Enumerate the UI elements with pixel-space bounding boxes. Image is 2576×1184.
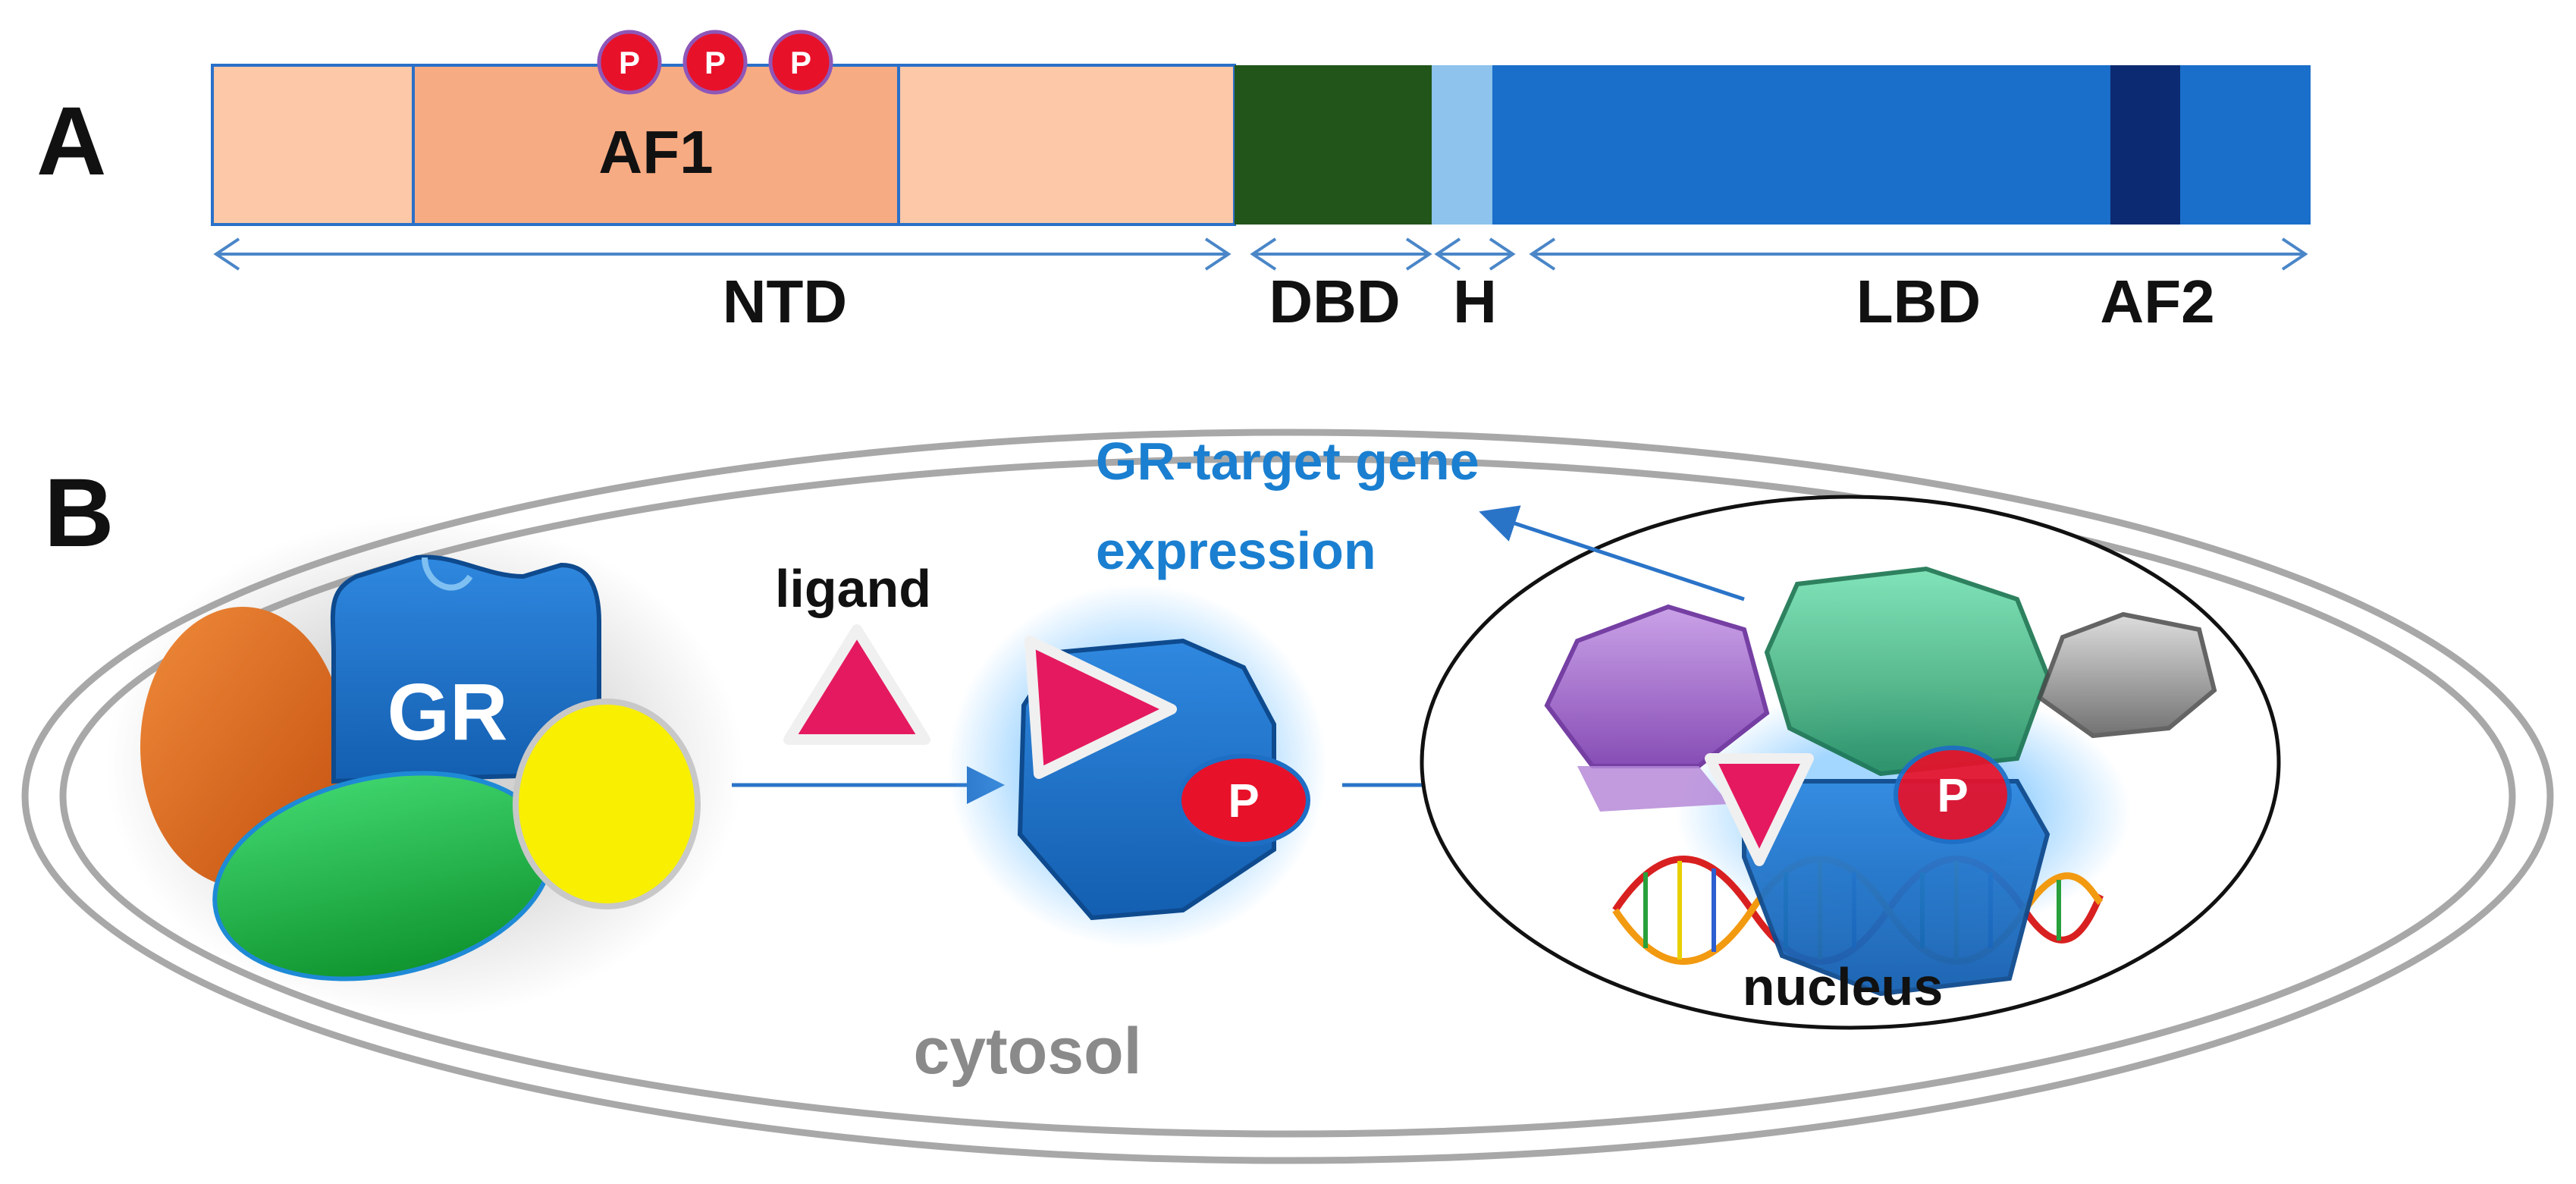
ligand-label: ligand: [775, 559, 931, 618]
lbd-span-arrow: [1529, 237, 2308, 271]
panel-b-label: B: [44, 459, 114, 567]
hinge-segment: [1432, 65, 1492, 225]
af1-phospho-group: P P P: [597, 30, 833, 95]
span-arrows: [213, 237, 2308, 271]
af1-label: AF1: [598, 118, 713, 186]
coregulator-gray: [2037, 611, 2217, 739]
chaperone-yellow: [513, 699, 701, 909]
svg-text:P: P: [1228, 775, 1259, 828]
lbd-label: LBD: [1856, 268, 1981, 335]
cell-membrane: [21, 429, 2554, 1164]
nuclear-ligand: [1705, 753, 1814, 866]
dbd-label: DBD: [1269, 268, 1400, 335]
svg-text:P: P: [1937, 770, 1968, 822]
coregulator-purple-side: [1577, 766, 1729, 812]
lbd-tail-segment: [2180, 65, 2311, 225]
af1-segment: [412, 64, 900, 226]
af2-segment: [2110, 65, 2180, 225]
af2-label: AF2: [2100, 268, 2214, 335]
activated-gr: P: [948, 584, 1327, 948]
transcription-complex: P: [1544, 566, 2217, 997]
gr-protein-inactive: [330, 554, 601, 784]
phospho-badge: P: [768, 30, 833, 95]
lbd-segment: [1492, 65, 2110, 225]
phospho-badge-nuclear: P: [1894, 746, 2012, 844]
ligand-triangle: [783, 624, 930, 745]
nucleus-label: nucleus: [1743, 957, 1944, 1016]
svg-text:P: P: [790, 45, 811, 80]
gr-label: GR: [387, 667, 508, 757]
phospho-badge: P: [597, 30, 662, 95]
ntd-label: NTD: [723, 268, 847, 335]
ntd-segment-right: [897, 64, 1236, 226]
hinge-span-arrow: [1434, 237, 1516, 271]
phospho-badge-cytosol: P: [1177, 754, 1310, 846]
cytosol-label: cytosol: [913, 1015, 1141, 1088]
bound-ligand: [1024, 636, 1177, 779]
gr-chaperone-complex: GR: [106, 516, 743, 1016]
hinge-label: H: [1453, 268, 1497, 335]
target-gene-label: GR-target gene: [1096, 432, 1479, 491]
dbd-span-arrow: [1250, 237, 1432, 271]
svg-text:P: P: [619, 45, 640, 80]
arrow-gene-expression: [1479, 505, 1745, 601]
expression-label: expression: [1096, 521, 1376, 580]
panel-a-label: A: [36, 87, 106, 196]
dbd-segment: [1235, 65, 1432, 225]
domain-bar: [211, 64, 2311, 226]
gr-protein-highlight: [422, 557, 473, 591]
svg-text:P: P: [704, 45, 726, 80]
phospho-badge: P: [682, 30, 748, 95]
ntd-segment-left: [211, 64, 415, 226]
ntd-span-arrow: [213, 237, 1232, 271]
coregulator-purple: [1544, 604, 1770, 768]
coregulator-green: [1764, 566, 2050, 777]
